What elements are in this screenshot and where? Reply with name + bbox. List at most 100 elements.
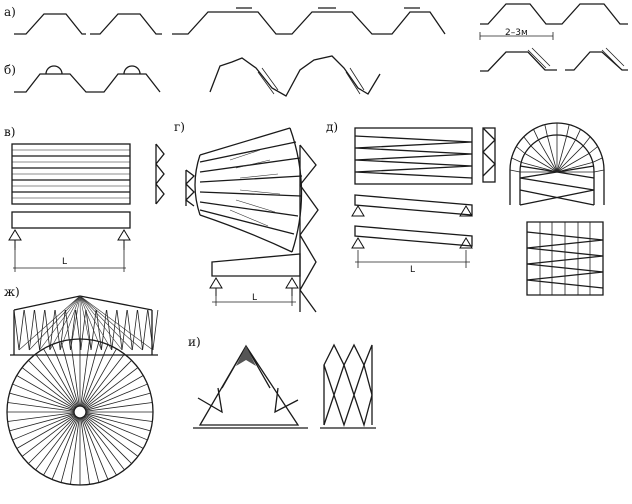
fold-line [29,295,81,351]
fold-line [82,416,117,476]
fold-line [524,153,558,173]
folded-tent [193,343,376,429]
fold-line [556,136,567,173]
fold-line [511,157,522,163]
fold-line [18,295,81,351]
fold-line [81,417,109,480]
fold-line [21,367,76,409]
fold-line [556,145,584,173]
fold-line [556,139,576,173]
fold-line [28,309,35,351]
label-g: г) [174,120,185,134]
span-g-label: L [252,293,257,303]
fold-line [101,309,107,351]
fold-line [509,169,521,173]
label-d: д) [326,120,338,134]
label-b: б) [4,63,16,77]
fold-line [84,367,139,409]
fold-line [70,295,81,351]
fold-line [16,414,76,449]
fold-line [12,413,75,441]
fold-line [80,417,90,485]
fold-line [43,416,78,476]
fold-line [7,402,75,412]
fold-line [13,309,20,351]
fold-line [81,344,109,407]
fold-line [79,295,143,351]
profile-b-right [480,47,628,72]
fold-line [81,341,100,407]
fold-line [131,309,138,351]
fold-line [49,309,56,351]
fold-line [21,415,76,457]
fold-line [592,157,603,163]
fold-line [84,414,144,449]
fold-line [81,417,100,483]
fold-plate-v: L [8,143,165,272]
fold-line [84,415,139,457]
profile-pitch-label: 2–3м [505,28,528,38]
fold-line [39,295,81,351]
fold-line [83,416,125,471]
fold-line [523,136,532,147]
fold-line [7,412,75,422]
fold-line [530,145,558,173]
label-zh: ж) [4,285,20,299]
fold-line [556,162,593,173]
fold-line [544,124,548,137]
fold-line [85,309,92,351]
fold-line [44,309,51,351]
fold-line [111,309,118,351]
fold-line [82,348,117,408]
label-v: в) [4,125,15,139]
fold-line [85,413,148,441]
fold-line [9,392,75,411]
fold-line [83,360,132,409]
fold-line [147,309,154,351]
fold-line [588,146,598,154]
folded-arch [509,122,605,296]
profile-a-right: 2–3м [479,3,628,40]
fold-line [556,153,590,173]
fold-line [85,392,151,411]
label-a: а) [4,5,16,19]
fold-line [34,309,40,351]
fold-line [83,415,132,464]
label-i: и) [188,335,201,349]
fold-line [126,309,133,351]
fold-line [137,309,143,351]
fold-line [593,169,605,173]
fold-line [121,309,128,351]
fold-line [16,375,76,410]
fold-line [152,309,159,351]
fold-line [80,309,87,351]
fold-line [49,295,81,351]
fold-line [79,295,123,351]
fold-line [12,383,75,411]
fold-line [28,360,77,409]
profile-b-ribbed [14,55,381,97]
fold-line [43,348,78,408]
fold-line [79,295,133,351]
fold-line [79,295,154,351]
span-d-label: L [410,265,415,275]
folded-dome [6,295,159,486]
fold-line [79,295,82,351]
fold-line [60,417,79,483]
fold-line [35,353,77,408]
fold-line [80,339,90,407]
fold-line [51,417,79,480]
fold-plate-d: L [351,127,496,275]
fold-line [84,375,144,410]
fold-line [85,413,151,432]
fold-line [538,139,558,173]
fold-line [39,309,45,351]
fold-line [70,417,80,485]
fold-line [59,309,66,351]
fold-line [60,341,79,407]
fold-line [582,136,591,147]
span-v-label: L [62,257,67,267]
fold-line [566,124,570,137]
fold-line [85,402,153,412]
